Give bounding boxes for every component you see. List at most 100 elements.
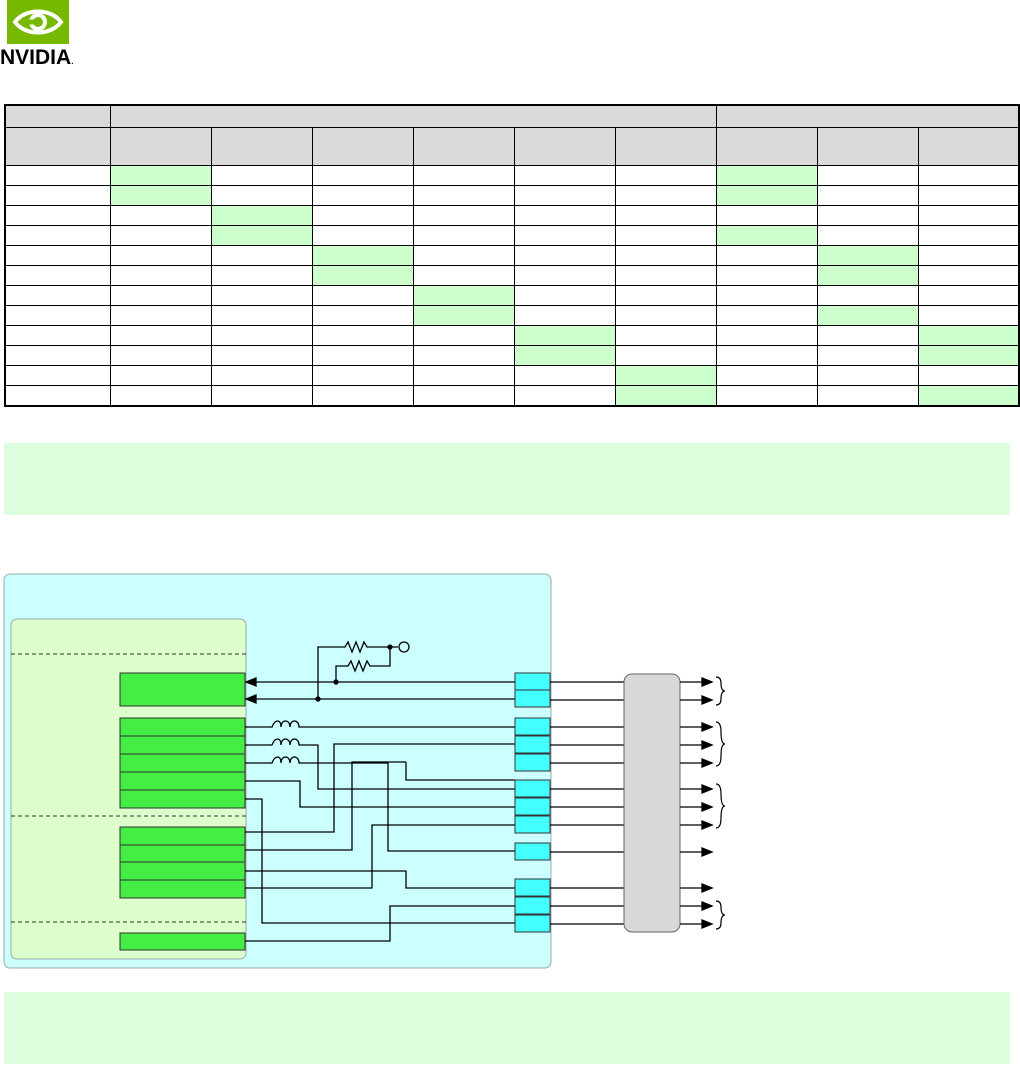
table-row [4,365,1020,386]
green-block [119,717,246,737]
table-cell [4,365,111,386]
table-cell [816,265,919,286]
table-cell [311,285,414,306]
table-cell [4,165,111,186]
green-block [119,753,246,773]
table-cell [917,365,1020,386]
table-cell [412,365,515,386]
table-cell [614,325,717,346]
green-block [119,771,246,791]
table-cell [614,305,717,326]
table-cell [412,165,515,186]
table-cell [715,285,818,306]
table-cell [513,285,616,306]
table-cell [109,225,212,246]
table-header-cell [412,127,515,166]
table-cell [715,245,818,266]
table-cell [412,345,515,366]
table-cell [715,325,818,346]
table-header-cell [109,127,212,166]
table-cell [816,205,919,226]
table-cell [816,345,919,366]
table-cell [4,385,111,407]
table-cell [614,285,717,306]
table-row [4,265,1020,286]
nvidia-wordmark: NVIDIA. [0,46,74,69]
table-cell [4,245,111,266]
table-cell [412,305,515,326]
table-cell [715,345,818,366]
brace-group [715,676,726,930]
table-cell [311,165,414,186]
table-cell [412,265,515,286]
pin-mapping-table [4,104,1020,407]
green-block [119,861,246,881]
table-cell [917,185,1020,206]
table-cell [412,325,515,346]
note-box-2 [4,992,1010,1064]
table-header-cell [4,104,111,128]
table-cell [513,265,616,286]
table-cell [4,305,111,326]
table-row [4,225,1020,246]
table-cell [210,205,313,226]
nvidia-eye-icon [7,0,69,44]
table-cell [311,305,414,326]
table-cell [513,325,616,346]
table-row [4,165,1020,186]
table-cell [210,325,313,346]
table-cell [311,225,414,246]
table-cell [210,285,313,306]
table-cell [513,385,616,407]
table-cell [109,265,212,286]
table-cell [715,225,818,246]
table-cell [109,245,212,266]
table-row [4,305,1020,326]
table-cell [109,285,212,306]
table-cell [816,165,919,186]
table-cell [816,365,919,386]
table-header-cell [210,127,313,166]
table-cell [210,365,313,386]
table-cell [715,305,818,326]
table-cell [4,205,111,226]
green-block [119,932,246,951]
table-cell [513,345,616,366]
table-cell [614,165,717,186]
table-cell [614,205,717,226]
table-cell [614,345,717,366]
table-cell [513,185,616,206]
table-cell [412,385,515,407]
table-cell [210,225,313,246]
table-cell [917,245,1020,266]
table-header-cell [816,127,919,166]
table-header-cell [917,127,1020,166]
table-cell [917,285,1020,306]
table-cell [210,185,313,206]
table-cell [715,385,818,407]
table-row [4,245,1020,266]
table-cell [816,305,919,326]
table-cell [4,185,111,206]
table-row [4,385,1020,407]
table-cell [816,285,919,306]
table-cell [917,305,1020,326]
table-cell [715,205,818,226]
table-header-cell [715,127,818,166]
table-cell [715,165,818,186]
table-cell [4,285,111,306]
table-cell [311,205,414,226]
table-cell [917,225,1020,246]
table-cell [412,245,515,266]
table-cell [210,265,313,286]
table-cell [816,245,919,266]
table-cell [311,185,414,206]
table-cell [917,345,1020,366]
table-cell [311,265,414,286]
table-cell [109,305,212,326]
table-cell [412,205,515,226]
table-cell [715,265,818,286]
table-cell [109,345,212,366]
table-cell [614,185,717,206]
table-cell [311,365,414,386]
